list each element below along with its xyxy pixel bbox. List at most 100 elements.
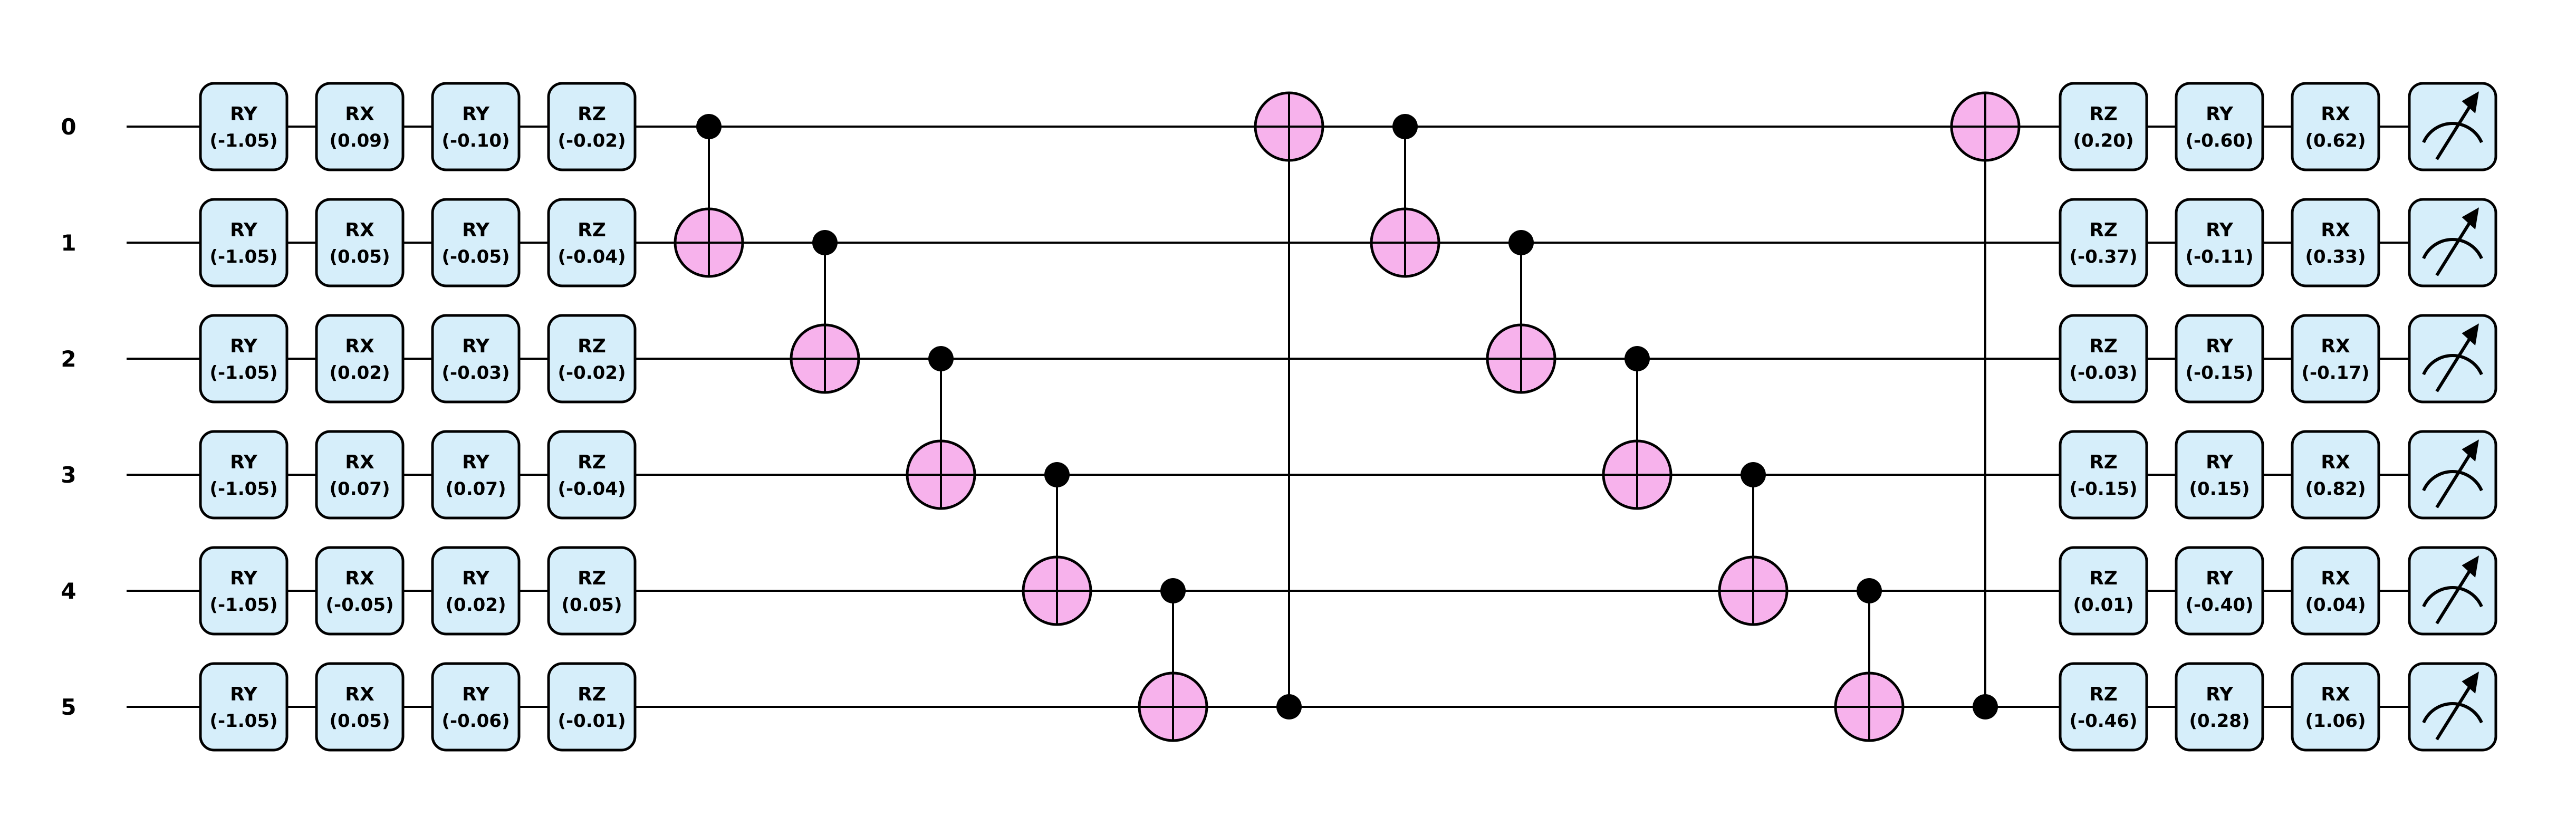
cnot-control-dot — [812, 230, 838, 255]
rotation-gate: RZ(-0.37) — [2059, 198, 2148, 287]
rotation-gate: RY(-0.60) — [2175, 82, 2264, 171]
gate-name: RZ — [578, 103, 606, 125]
gate-parameter: (0.28) — [2189, 711, 2250, 732]
measurement-gates — [2408, 82, 2497, 752]
rotation-gate: RX(0.05) — [315, 662, 405, 752]
gate-box — [547, 82, 637, 171]
rotation-gate: RY(-1.05) — [199, 662, 289, 752]
rotation-gate: RY(-1.05) — [199, 198, 289, 287]
gate-parameter: (-1.05) — [209, 478, 277, 500]
gate-box — [2291, 662, 2380, 752]
gate-name: RZ — [2089, 335, 2118, 357]
measure-icon — [2408, 546, 2497, 636]
rotation-gate: RZ (-0.01) — [547, 662, 637, 752]
gate-box — [315, 198, 405, 287]
gate-parameter: (-0.06) — [441, 711, 510, 732]
gate-parameter: (0.02) — [446, 594, 506, 616]
gate-box — [431, 198, 521, 287]
rotation-gate: RY(0.07) — [431, 430, 521, 520]
cnot-control-dot — [1276, 694, 1302, 719]
gate-parameter: (-0.02) — [558, 130, 626, 151]
cnot-control-dot — [1973, 694, 1998, 719]
gate-box — [199, 314, 289, 404]
gate-name: RY — [2206, 335, 2234, 357]
rotation-gate: RY(-1.05) — [199, 82, 289, 171]
rotation-gate: RX (0.02) — [315, 314, 405, 404]
rotation-gate: RY(-0.15) — [2175, 314, 2264, 404]
rotation-gate: RY(-1.05) — [199, 314, 289, 404]
cnot-target — [1602, 439, 1673, 510]
gate-name: RZ — [578, 684, 606, 705]
gate-name: RY — [230, 335, 258, 357]
cnot-target — [1834, 671, 1905, 742]
gate-parameter: (-0.05) — [325, 594, 393, 616]
rotation-gate: RY(0.15) — [2175, 430, 2264, 520]
rotation-gate: RY(-0.06) — [431, 662, 521, 752]
rotation-gate: RX (-0.05) — [315, 546, 405, 636]
gate-parameter: (1.06) — [2305, 711, 2366, 732]
rotation-gate: RZ(-0.02) — [547, 314, 637, 404]
cnot-target — [1370, 207, 1440, 278]
gate-name: RX — [2321, 219, 2350, 241]
rotation-gate: RY(-0.05) — [431, 198, 521, 287]
rotation-gate: RZ (-0.02) — [547, 82, 637, 171]
gate-name: RX — [345, 568, 374, 589]
gate-name: RX — [2321, 335, 2350, 357]
cnot-control-dot — [1160, 578, 1186, 603]
qubit-label: 3 — [61, 462, 76, 488]
qubit-label: 1 — [61, 230, 76, 256]
gate-box — [199, 546, 289, 636]
gate-name: RZ — [578, 219, 606, 241]
rotation-gate: RX (0.04) — [2291, 546, 2380, 636]
cnot-target — [674, 207, 744, 278]
rotation-gate: RZ(-0.04) — [547, 430, 637, 520]
gate-box — [199, 82, 289, 171]
gate-parameter: (-1.05) — [209, 246, 277, 267]
gate-box — [2059, 662, 2148, 752]
gate-box — [315, 82, 405, 171]
cnot-gates — [674, 91, 2021, 742]
cnot-target — [1138, 671, 1208, 742]
qubit-label: 0 — [61, 114, 76, 140]
cnot-target — [1718, 555, 1789, 626]
gate-name: RZ — [578, 335, 606, 357]
gate-parameter: (0.04) — [2305, 594, 2366, 616]
rotation-gate: RZ(0.05) — [547, 546, 637, 636]
gate-box — [431, 430, 521, 520]
gate-name: RX — [345, 219, 374, 241]
gate-parameter: (0.05) — [562, 594, 622, 616]
gate-name: RX — [345, 335, 374, 357]
gate-parameter: (-0.01) — [558, 711, 626, 732]
gate-parameter: (0.05) — [330, 246, 390, 267]
cnot-control-dot — [928, 346, 954, 371]
gate-parameter: (0.02) — [330, 362, 390, 383]
gate-name: RX — [345, 103, 374, 125]
gate-box — [315, 430, 405, 520]
gate-box — [431, 82, 521, 171]
rotation-gate: RY(-1.05) — [199, 546, 289, 636]
cnot-links — [708, 127, 1986, 707]
cnot-control-dot — [1508, 230, 1534, 255]
gate-name: RY — [462, 335, 490, 357]
rotation-gate: RX(0.07) — [315, 430, 405, 520]
gate-name: RY — [2206, 452, 2234, 473]
gate-box — [199, 430, 289, 520]
gate-box — [2059, 82, 2148, 171]
rotation-gate: RX(0.62) — [2291, 82, 2380, 171]
gate-name: RY — [2206, 103, 2234, 125]
gate-name: RX — [2321, 568, 2350, 589]
gate-parameter: (0.33) — [2305, 246, 2366, 267]
rotation-gate: RZ(-0.03) — [2059, 314, 2148, 404]
gate-name: RX — [345, 684, 374, 705]
gate-box — [2059, 198, 2148, 287]
gate-box — [2175, 198, 2264, 287]
cnot-target — [1950, 91, 2021, 162]
rotation-gate: RY(-1.05) — [199, 430, 289, 520]
cnot-control-dot — [696, 114, 722, 139]
gate-name: RY — [462, 219, 490, 241]
gate-box — [547, 198, 637, 287]
rotation-gate: RY(-0.40) — [2175, 546, 2264, 636]
gate-name: RZ — [578, 452, 606, 473]
